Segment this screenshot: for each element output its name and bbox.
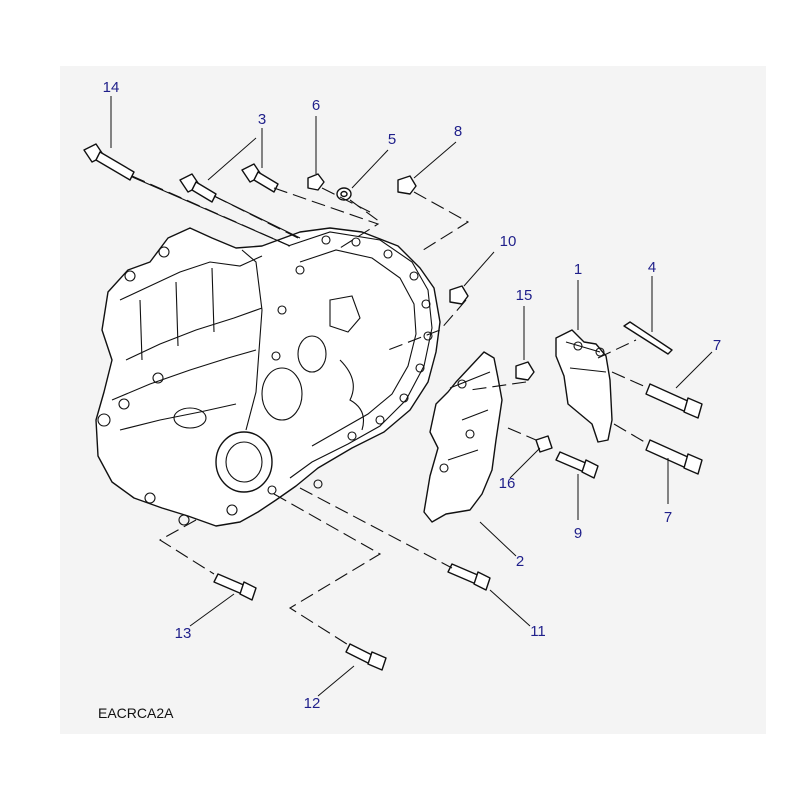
pin-4 (623, 321, 673, 355)
cover-plate (423, 351, 503, 523)
callout-6: 6 (312, 97, 320, 114)
fasteners (83, 143, 703, 671)
assembly-lines (131, 175, 649, 647)
bolt-3b (241, 163, 279, 193)
callout-10: 10 (500, 233, 517, 250)
callout-12: 12 (304, 695, 321, 712)
callout-3: 3 (258, 111, 266, 128)
callout-7-upper: 7 (713, 337, 721, 354)
callout-7-lower: 7 (664, 509, 672, 526)
diagram-reference-code: EACRCA2A (98, 705, 174, 721)
bolt-12 (345, 643, 387, 671)
bolt-7b (645, 439, 703, 475)
callout-labels: 14 3 6 5 8 10 15 1 4 7 7 16 9 2 11 13 12 (103, 79, 722, 712)
nut-10 (449, 285, 469, 305)
bolt-13 (213, 573, 257, 601)
callout-8: 8 (454, 123, 462, 140)
callout-11: 11 (530, 623, 546, 640)
bolt-14 (83, 143, 135, 181)
bolt-9 (555, 451, 599, 479)
callout-14: 14 (103, 79, 120, 96)
bolt-11 (447, 563, 491, 591)
leader-lines (110, 96, 713, 697)
washer-5 (336, 187, 352, 201)
callout-5: 5 (388, 131, 396, 148)
gearbox-casing (95, 175, 441, 527)
bolt-7a (645, 383, 703, 419)
callout-15: 15 (516, 287, 533, 304)
bolt-3a (179, 173, 217, 203)
nut-8 (397, 175, 417, 195)
callout-4: 4 (648, 259, 656, 276)
callout-13: 13 (175, 625, 192, 642)
nut-15 (515, 361, 535, 381)
callout-1: 1 (574, 261, 582, 278)
bracket (555, 329, 613, 443)
nut-6 (307, 173, 325, 191)
callout-2: 2 (516, 553, 524, 570)
callout-16: 16 (499, 475, 516, 492)
callout-9: 9 (574, 525, 582, 542)
